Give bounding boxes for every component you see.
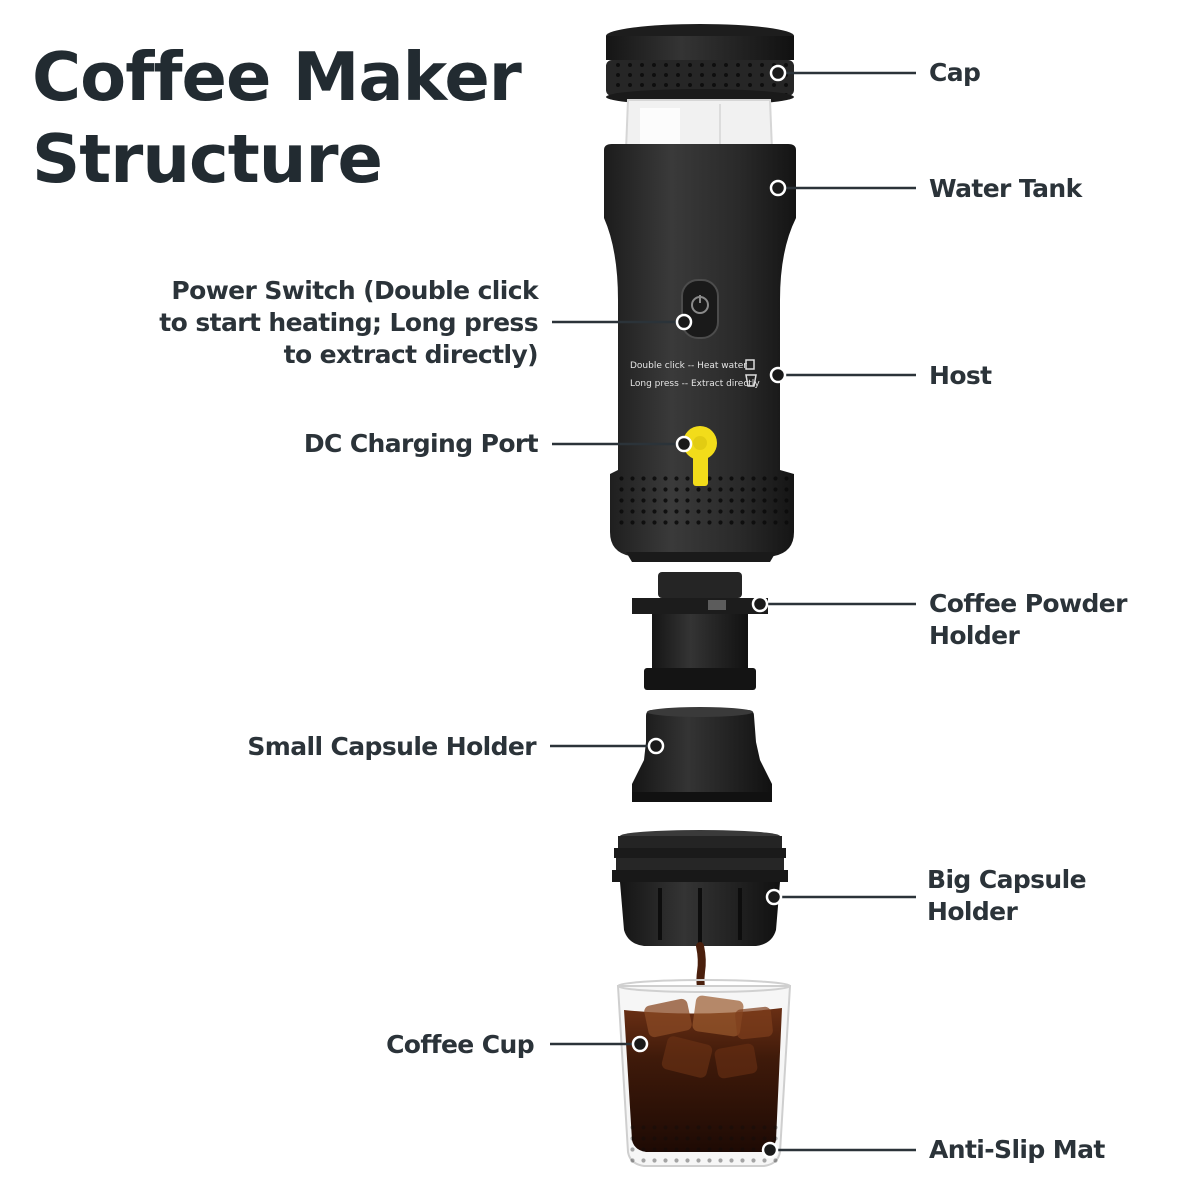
label-big-capsule-holder-line-2: Holder: [927, 897, 1018, 926]
heat-water-icon: [745, 359, 755, 370]
label-big-capsule-holder: Big Capsule Holder: [927, 864, 1087, 928]
label-host: Host: [929, 361, 992, 390]
coffee-powder-holder-callout-dot: [751, 595, 769, 613]
cap-part: [606, 24, 794, 105]
label-anti-slip-mat: Anti-Slip Mat: [929, 1135, 1105, 1164]
small-capsule-holder-callout-dot: [647, 737, 665, 755]
dc-charging-port: [683, 426, 717, 486]
water-tank-part: [624, 99, 774, 151]
page-title-line-1: Coffee Maker: [32, 38, 522, 116]
coffee-cup-callout-dot: [631, 1035, 649, 1053]
label-small-capsule-holder: Small Capsule Holder: [247, 732, 536, 761]
label-coffee-powder-holder-line-2: Holder: [929, 621, 1020, 650]
device-instructions: Double click -- Heat water Long press --…: [630, 359, 760, 389]
big-capsule-holder-part: [612, 830, 788, 946]
label-water-tank: Water Tank: [929, 174, 1082, 203]
host-callout-dot: [769, 366, 787, 384]
cup-icon: [745, 374, 757, 387]
page-title-line-2: Structure: [32, 120, 383, 198]
page-title: Coffee Maker Structure: [32, 36, 522, 200]
power-switch-callout-dot: [675, 313, 693, 331]
label-big-capsule-holder-line-1: Big Capsule: [927, 865, 1087, 894]
label-coffee-powder-holder-line-1: Coffee Powder: [929, 589, 1127, 618]
label-power-switch-line-3: to extract directly): [283, 340, 539, 369]
label-power-switch-line-1: Power Switch (Double click: [171, 276, 538, 305]
label-power-switch: Power Switch (Double click to start heat…: [159, 275, 538, 371]
device-print-long-press: Long press -- Extract directly: [630, 379, 760, 389]
coffee-cup-part: [616, 979, 792, 1167]
label-coffee-powder-holder: Coffee Powder Holder: [929, 588, 1127, 652]
device-print-double-click: Double click -- Heat water: [630, 361, 747, 371]
big-capsule-holder-callout-dot: [765, 888, 783, 906]
coffee-powder-holder-part: [632, 572, 768, 690]
label-cap: Cap: [929, 58, 981, 87]
anti-slip-mat-callout-dot: [761, 1141, 779, 1159]
small-capsule-holder-part: [632, 707, 772, 802]
label-power-switch-line-2: to start heating; Long press: [159, 308, 538, 337]
cap-callout-dot: [769, 64, 787, 82]
dc-port-callout-dot: [675, 435, 693, 453]
host-part: [604, 144, 796, 562]
water-tank-callout-dot: [769, 179, 787, 197]
label-dc-charging-port: DC Charging Port: [303, 429, 539, 458]
label-coffee-cup: Coffee Cup: [386, 1030, 535, 1059]
